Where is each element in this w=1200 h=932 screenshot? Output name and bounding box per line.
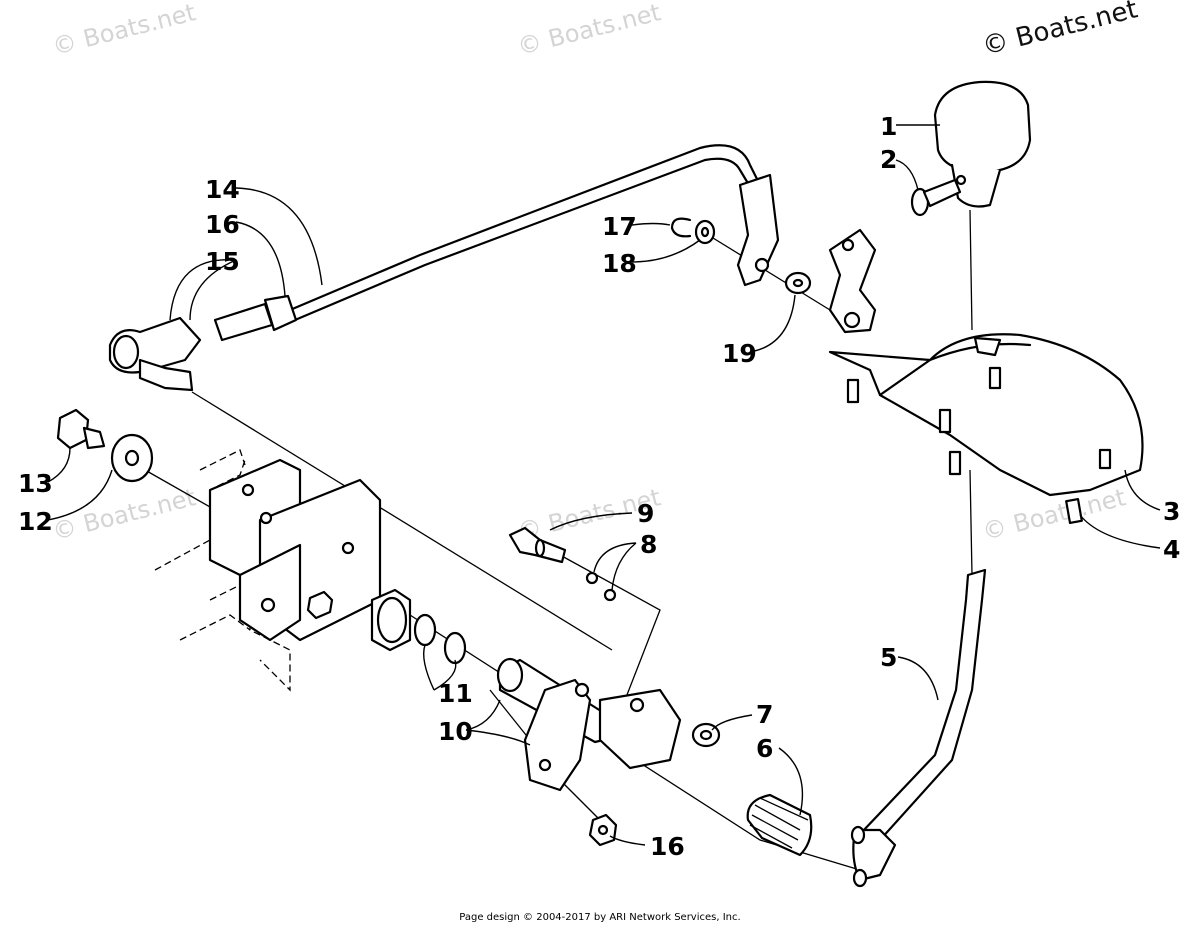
callout-8: 8 [640,530,657,559]
watermark-main: © Boats.net [979,0,1140,62]
part-16-jam-nut [213,294,298,342]
callout-17: 17 [602,212,637,241]
leader-19 [749,294,796,353]
frame-bracket [208,458,412,652]
part-10-pivot-shaft [496,657,682,792]
part-14-shift-rod [288,144,780,322]
leader-10 [465,699,531,746]
part-12-washer [110,433,154,483]
callout-2: 2 [880,145,897,174]
leader-5 [897,656,939,701]
callout-16-lower: 16 [650,832,685,861]
watermark-top-left: © Boats.net [50,0,199,61]
callout-11: 11 [438,679,473,708]
part-6-spring [746,793,813,857]
callout-12: 12 [18,507,53,536]
centerline-link [191,391,613,651]
callout-7: 7 [756,700,773,729]
leader-12 [47,469,113,521]
leader-11 [422,644,457,691]
part-4-nut [1065,498,1083,524]
callout-15: 15 [205,247,240,276]
leader-9 [549,512,633,531]
leader-2 [895,159,919,191]
leader-16b [609,835,646,846]
leader-15 [169,258,237,321]
centerline-bracket [489,689,531,741]
callout-19: 19 [722,339,757,368]
leader-4 [1079,514,1161,549]
callout-5: 5 [880,643,897,672]
part-11-o-rings [413,613,467,665]
part-3-shift-boot [828,333,1144,497]
leader-8 [593,542,637,591]
watermark-mid-left: © Boats.net [50,483,199,546]
leader-16a [235,221,286,297]
page-footer: Page design © 2004-2017 by ARI Network S… [459,912,741,923]
callout-6: 6 [756,734,773,763]
part-9-pin [508,526,567,564]
watermark-top-center: © Boats.net [515,0,664,61]
part-8-rings [585,571,617,602]
callout-13: 13 [18,469,53,498]
part-17-clip [670,217,692,238]
part-13-bolt [56,408,106,450]
leader-14 [235,187,323,286]
callout-10: 10 [438,717,473,746]
part-5-shift-lever [850,568,987,888]
centerline-shifter [969,469,973,576]
leader-13 [47,447,71,483]
leader-7 [711,714,753,731]
callout-1: 1 [880,112,897,141]
leader-6 [778,747,804,816]
part-19-washer [784,271,812,295]
part-2-screw [910,178,962,217]
part-15-rod-end [108,316,202,392]
leader-3 [1124,469,1161,511]
callout-3: 3 [1163,497,1180,526]
callout-9: 9 [637,499,654,528]
callout-4: 4 [1163,535,1180,564]
leader-17 [631,222,671,226]
part-1-knob [933,80,1032,208]
part-16-lower-nut [588,813,618,847]
shift-arm [828,228,877,334]
callout-14: 14 [205,175,240,204]
callout-18: 18 [602,249,637,278]
callout-16-upper: 16 [205,210,240,239]
leader-18 [631,239,701,263]
part-18-washer [694,219,716,245]
centerline-knob [969,209,973,331]
